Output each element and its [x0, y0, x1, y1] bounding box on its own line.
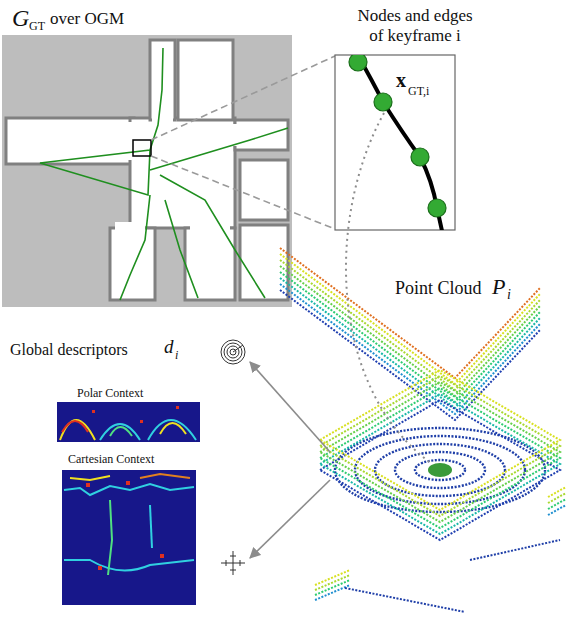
inset-title: Nodes and edges of keyframe i [350, 6, 480, 47]
descriptor-title: Global descriptors [10, 340, 128, 359]
descriptor-subscript: i [175, 348, 178, 362]
cartesian-icon [221, 551, 245, 575]
descriptor-symbol: d [164, 336, 174, 359]
cloud-title: Point Cloud [395, 278, 482, 300]
map-title-subscript: GT [29, 19, 45, 33]
zoom-leader [151, 56, 335, 229]
descriptor-arrows [250, 362, 330, 558]
pose-symbol: x [396, 68, 406, 92]
occupancy-grid-map [2, 35, 292, 307]
map-title: over OGM [50, 9, 124, 29]
keyframe-pose [428, 463, 452, 477]
cloud-subscript: i [507, 287, 511, 304]
floor-rings [335, 428, 545, 512]
panel-label: Cartesian Context [68, 452, 154, 466]
trajectory [40, 48, 288, 300]
keyframe-inset [335, 45, 455, 240]
polar-heatmap [57, 402, 200, 442]
polar-icon [221, 340, 245, 364]
map-title-symbol: G [12, 4, 29, 33]
cloud-symbol: P [492, 274, 505, 300]
point-cloud [280, 248, 566, 612]
pose-subscript: GT,i [408, 84, 429, 98]
zoom-marker [133, 140, 151, 156]
panel-label: Polar Context [77, 386, 143, 400]
cartesian-heatmap [62, 470, 196, 605]
